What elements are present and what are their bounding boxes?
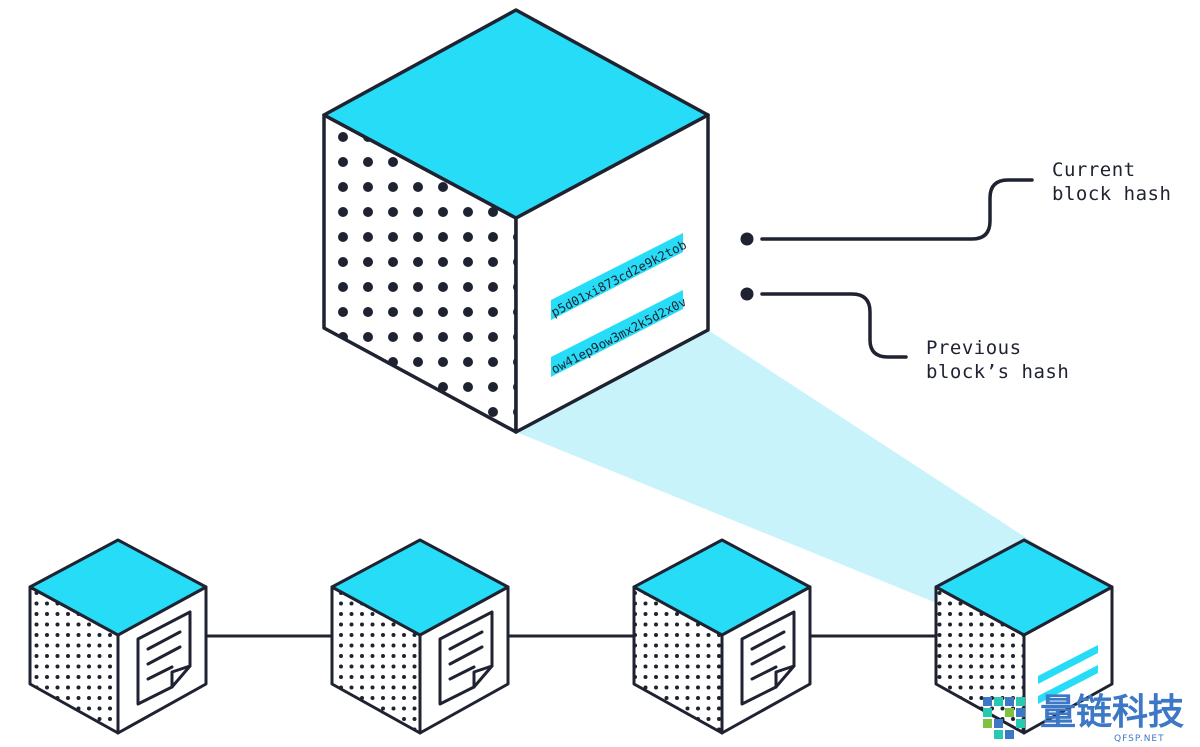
previous-hash-label-line1: Previous [926,337,1022,359]
current-block [322,8,710,434]
current-hash-label-line2: block hash [1052,183,1171,205]
watermark-brand: 量链科技 [1040,692,1184,733]
document-icon [740,610,796,706]
previous-hash-callout: Previous block’s hash [740,287,1069,383]
current-hash-callout-dot [740,232,754,246]
current-block-left-dots [324,115,516,432]
current-hash-label-line1: Current [1052,159,1136,181]
previous-hash-callout-line [760,292,908,359]
chain-block-2 [330,538,510,735]
mini-hash-strip-2 [1038,665,1098,704]
chain-block-4 [934,538,1114,735]
chain-block-top-face [632,538,812,637]
chain-block-top-face [330,538,510,637]
previous-hash-label-line2: block’s hash [926,361,1069,383]
current-block-top-face [322,8,710,220]
watermark-site: QFSP.NET [1114,734,1165,744]
chain-block-3 [632,538,812,735]
chain-block-top-face [28,538,208,637]
watermark: 量链科技 QFSP.NET [983,692,1184,744]
chain-block-top-face [934,538,1114,637]
current-hash-callout: Current block hash [740,159,1171,246]
watermark-logo-icon [983,697,1025,739]
zoom-beam [516,330,1103,637]
mini-hash-strip-1 [1038,645,1098,684]
current-hash-strip [551,233,683,320]
chain-block-1 [28,538,208,735]
previous-hash-callout-dot [740,287,754,301]
document-icon [136,610,192,706]
previous-hash-strip [551,290,683,377]
chain-blocks [28,538,1114,735]
current-hash-callout-line [760,178,1034,241]
document-icon [438,610,494,706]
